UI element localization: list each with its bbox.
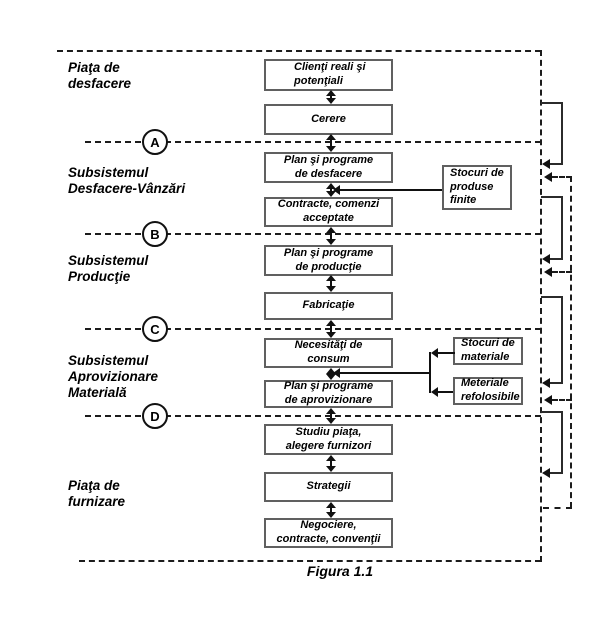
arrow-stocuri-materiale-to-junction — [431, 347, 455, 359]
double-arrow-fabricatie-necesitati — [325, 320, 337, 338]
region-label-piata-furnizare: Piaţa de furnizare — [68, 478, 126, 510]
divider-line-b — [85, 233, 541, 235]
double-arrow-plan-desfacere-contracte — [325, 183, 337, 197]
box-negociere: Negociere, contracte, convenţii — [264, 518, 393, 548]
boundary-top-line — [57, 50, 541, 52]
section-marker-b: B — [142, 221, 168, 247]
section-marker-a: A — [142, 129, 168, 155]
divider-line-d — [85, 415, 541, 417]
box-stocuri-produse-finite: Stocuri de produse finite — [442, 165, 512, 210]
double-arrow-cerere-plan-desfacere — [325, 134, 337, 152]
section-marker-d: D — [142, 403, 168, 429]
box-fabricatie: Fabricaţie — [264, 292, 393, 320]
double-arrow-plan-productie-fabricatie — [325, 275, 337, 292]
double-arrow-contracte-plan-productie — [325, 227, 337, 245]
divider-line-a — [85, 141, 541, 143]
region-label-piata-desfacere: Piaţa de desfacere — [68, 60, 132, 92]
box-necesitati: Necesităţi de consum — [264, 338, 393, 368]
double-arrow-studiu-strategii — [325, 455, 337, 472]
region-label-subsistemul-aprovizionare: Subsistemul Aprovizionare Materială — [68, 353, 159, 401]
double-arrow-strategii-negociere — [325, 502, 337, 518]
arrow-materiale-refolosibile-to-junction — [431, 386, 453, 398]
arrow-junction-to-flow — [333, 367, 431, 379]
region-label-subsistemul-desfacere: Subsistemul Desfacere-Vânzări — [68, 165, 186, 197]
box-contracte: Contracte, comenzi acceptate — [264, 197, 393, 227]
box-materiale-refolosibile: Meteriale refolosibile — [453, 377, 523, 405]
box-strategii: Strategii — [264, 472, 393, 502]
divider-line-c — [85, 328, 541, 330]
box-plan-aprovizionare: Plan şi programe de aprovizionare — [264, 380, 393, 408]
box-plan-productie: Plan şi programe de producţie — [264, 245, 393, 276]
box-studiu-piata: Studiu piaţa, alegere furnizori — [264, 424, 393, 455]
section-marker-c: C — [142, 316, 168, 342]
box-plan-desfacere: Plan şi programe de desfacere — [264, 152, 393, 183]
figure-caption: Figura 1.1 — [306, 563, 374, 579]
box-cerere: Cerere — [264, 104, 393, 135]
boundary-bottom-line — [79, 560, 541, 562]
box-stocuri-materiale: Stocuri de materiale — [453, 337, 523, 365]
region-label-subsistemul-productie: Subsistemul Producţie — [68, 253, 149, 285]
double-arrow-necesitati-plan-aprovizionare — [325, 368, 337, 380]
boundary-right-line — [540, 50, 542, 562]
feedback-dashed-connector-bottom — [543, 507, 572, 509]
arrow-stocuri-finite-to-flow — [333, 184, 442, 196]
double-arrow-clienti-cerere — [325, 90, 337, 104]
feedback-dashed-vertical — [570, 176, 572, 508]
double-arrow-plan-aprovizionare-studiu — [325, 408, 337, 424]
box-clienti: Clienţi reali şi potenţiali — [264, 59, 393, 91]
